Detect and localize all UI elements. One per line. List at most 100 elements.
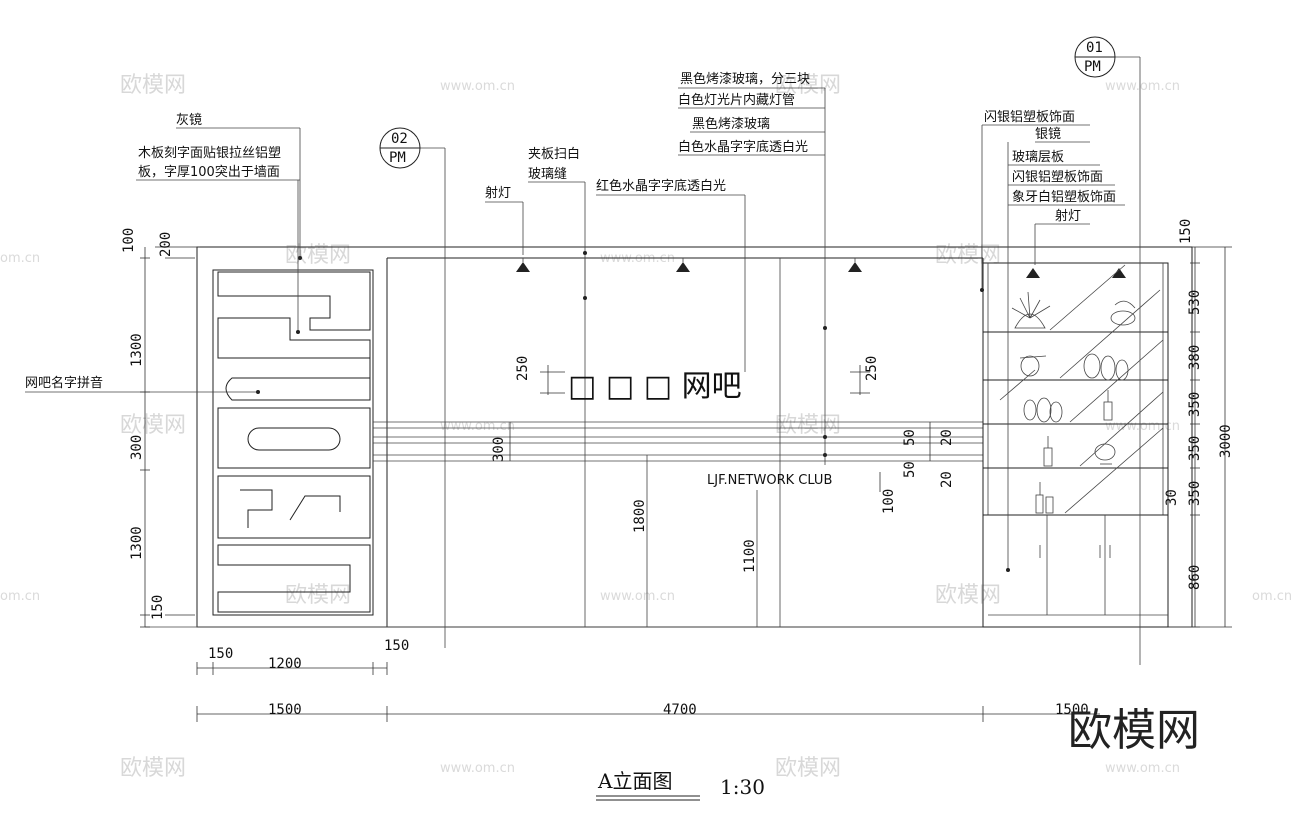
dim-h-20b: 20 [939, 471, 955, 488]
watermark-url: om.cn [1252, 589, 1292, 604]
label-black-glass-2: 黑色烤漆玻璃 [692, 116, 770, 132]
right-cabinet [982, 262, 1169, 628]
title-text: A立面图 [597, 769, 672, 793]
label-mirror: 灰镜 [176, 113, 202, 128]
svg-text:PM: PM [389, 150, 406, 166]
dim-left-150: 150 [150, 595, 166, 620]
bottles-icon [1035, 482, 1054, 514]
label-white-crystal: 白色水晶字字底透白光 [678, 139, 808, 155]
dim-right-350b: 350 [1187, 436, 1203, 461]
label-glass-shelf: 玻璃层板 [1012, 150, 1064, 165]
dim-right-530: 530 [1187, 290, 1203, 315]
bowl-icon [1094, 443, 1116, 465]
dim-h-1800: 1800 [632, 499, 648, 533]
watermark-url: www.om.cn [440, 761, 515, 776]
watermark-url: om.cn [0, 589, 40, 604]
light-strips [373, 421, 983, 462]
svg-text:02: 02 [391, 131, 408, 147]
dim-mid-300: 300 [491, 437, 507, 462]
label-silver-mirror: 银镜 [1035, 127, 1061, 142]
watermark-url: www.om.cn [1105, 761, 1180, 776]
watermark: 欧模网 [120, 756, 186, 781]
dim-bot-1500r: 1500 [1055, 702, 1089, 718]
dim-bot-150a: 150 [208, 646, 233, 662]
dim-bot-1200: 1200 [268, 656, 302, 672]
bowl-icon [1110, 300, 1136, 326]
label-black-glass-1: 黑色烤漆玻璃，分三块 [680, 71, 810, 87]
label-clamp-1: 夹板扫白 [528, 146, 580, 162]
dimension-lines [140, 246, 1232, 722]
label-pinyin: 网吧名字拼音 [25, 375, 103, 391]
spotlights [516, 258, 1126, 278]
dim-h-50a: 50 [902, 429, 918, 446]
label-silver-panel-1: 闪银铝塑板饰面 [984, 110, 1075, 125]
svg-text:01: 01 [1086, 40, 1103, 56]
left-letter-panel [212, 269, 374, 616]
drawing-title: A立面图 1:30 [596, 769, 765, 801]
watermark: 欧模网 [120, 73, 186, 98]
label-red-crystal: 红色水晶字字底透白光 [596, 178, 726, 194]
watermark: 欧模网 [775, 73, 841, 98]
dim-bot-150b: 150 [384, 638, 409, 654]
label-clamp-2: 玻璃缝 [528, 167, 567, 182]
dim-right-860: 860 [1187, 565, 1203, 590]
svg-text:PM: PM [1084, 59, 1101, 75]
watermark-url: www.om.cn [440, 419, 515, 434]
network-club-text: LJF.NETWORK CLUB [707, 473, 832, 488]
dim-left-300: 300 [129, 435, 145, 460]
label-wood-1: 木板刻字面贴银拉丝铝塑 [138, 146, 281, 161]
dim-right-350a: 350 [1187, 392, 1203, 417]
spotlight-icon [848, 258, 862, 272]
dim-top-200: 200 [158, 232, 174, 257]
dim-left-1300a: 1300 [129, 333, 145, 367]
dim-sign-250-right: 250 [864, 356, 880, 381]
dim-right-150: 150 [1178, 219, 1194, 244]
watermark-url: www.om.cn [1105, 79, 1180, 94]
label-silver-panel-2: 闪银铝塑板饰面 [1012, 170, 1103, 185]
bottle-icon [1103, 390, 1113, 421]
annotations: 灰镜 木板刻字面贴银拉丝铝塑 板，字厚100突出于墙面 网吧名字拼音 射灯 夹板… [25, 71, 1116, 391]
vases-icon [1023, 397, 1063, 423]
dimension-texts: 100 200 1300 300 1300 150 250 250 300 18… [121, 219, 1234, 718]
watermark: 欧模网 [775, 756, 841, 781]
dim-top-100: 100 [121, 228, 137, 253]
dim-h-50b: 50 [902, 461, 918, 478]
vase-icon [1019, 355, 1047, 377]
watermark-url: www.om.cn [440, 79, 515, 94]
spotlight-icon [1112, 268, 1126, 278]
watermark: 欧模网 [775, 413, 841, 438]
section-tag-02: 02 PM [379, 127, 421, 169]
spotlight-icon [516, 258, 530, 272]
scale-text: 1:30 [720, 775, 765, 799]
bottle-icon [1043, 436, 1053, 467]
vases-icon [1083, 353, 1129, 381]
plant-icon [1011, 291, 1051, 329]
dim-h-20a: 20 [939, 429, 955, 446]
label-wood-2: 板，字厚100突出于墙面 [138, 164, 280, 180]
dim-right-380: 380 [1187, 345, 1203, 370]
spotlight-icon [1026, 268, 1040, 278]
brand-logo: 欧模网 [1068, 705, 1200, 756]
label-spotlight-right: 射灯 [1055, 208, 1081, 224]
watermark: 欧模网 [285, 583, 351, 608]
watermark-url: www.om.cn [600, 589, 675, 604]
watermark-url: www.om.cn [1105, 419, 1180, 434]
spotlight-icon [676, 258, 690, 272]
watermark: 欧模网 [120, 413, 186, 438]
watermark-url: om.cn [0, 251, 40, 266]
label-ivory-panel: 象牙白铝塑板饰面 [1012, 189, 1116, 205]
dim-total-3000: 3000 [1218, 424, 1234, 458]
dim-right-350c: 350 [1187, 481, 1203, 506]
sign-text: □ □ □ 网吧 [568, 369, 742, 404]
dim-right-30: 30 [1164, 489, 1180, 506]
dim-left-1300b: 1300 [129, 526, 145, 560]
dim-bot-1500: 1500 [268, 702, 302, 718]
label-white-light: 白色灯光片内藏灯管 [678, 92, 795, 108]
dim-sign-250-left: 250 [515, 356, 531, 381]
dim-h-100: 100 [881, 489, 897, 514]
dim-bot-4700: 4700 [663, 702, 697, 718]
leader-lines [25, 56, 1141, 665]
watermark: 欧模网 [935, 583, 1001, 608]
label-spotlight-left: 射灯 [485, 185, 511, 201]
